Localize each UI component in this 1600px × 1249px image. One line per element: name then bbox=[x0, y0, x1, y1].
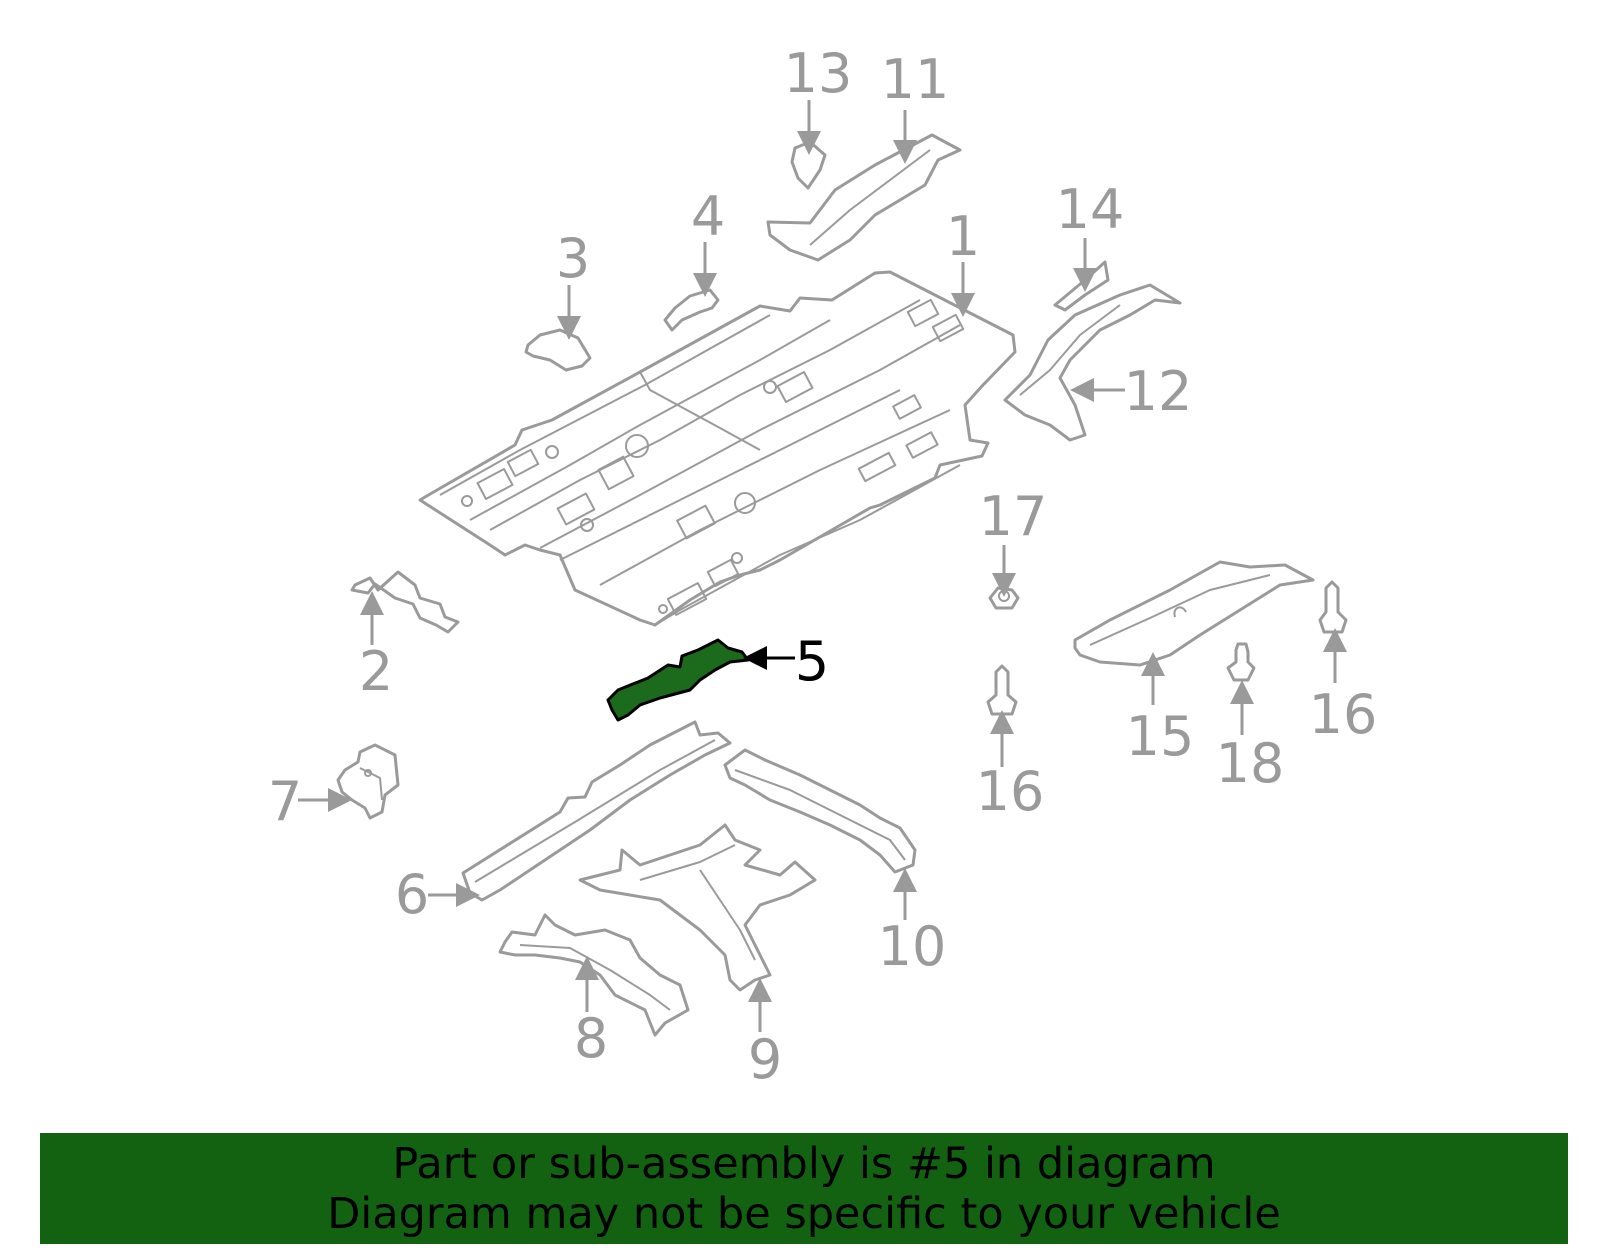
callout-2: 2 bbox=[359, 640, 393, 703]
leader-arrows bbox=[298, 100, 1347, 1032]
callout-18: 18 bbox=[1216, 732, 1285, 795]
part-1-floor-pan bbox=[418, 270, 1017, 627]
callout-7: 7 bbox=[268, 770, 302, 833]
callout-3: 3 bbox=[556, 227, 590, 290]
callout-15: 15 bbox=[1126, 705, 1195, 768]
parts-diagram: 1 2 3 4 5 6 7 8 9 10 11 12 13 14 15 16 1… bbox=[268, 42, 1378, 1091]
callout-8: 8 bbox=[574, 1007, 608, 1070]
part-11-panel bbox=[766, 133, 962, 262]
fastener-17-nut bbox=[988, 586, 1020, 610]
part-15-panel bbox=[1073, 560, 1315, 667]
callout-17: 17 bbox=[979, 485, 1048, 548]
callout-16-left: 16 bbox=[976, 760, 1045, 823]
part-5-highlighted bbox=[606, 638, 750, 722]
part-4-bracket bbox=[663, 288, 720, 332]
fastener-18-bolt bbox=[1226, 642, 1256, 682]
part-10-rail bbox=[723, 748, 917, 874]
part-8-crossmember bbox=[498, 913, 690, 1037]
part-6-rail bbox=[461, 720, 732, 902]
part-7-bracket bbox=[336, 743, 400, 820]
part-3-bracket bbox=[524, 328, 592, 372]
callout-16-right: 16 bbox=[1309, 683, 1378, 746]
fastener-16-bolt-left bbox=[986, 664, 1018, 716]
fastener-16-bolt-right bbox=[1318, 580, 1348, 634]
callout-9: 9 bbox=[748, 1028, 782, 1091]
callout-1: 1 bbox=[946, 205, 980, 268]
callout-4: 4 bbox=[691, 185, 725, 248]
part-13-bracket bbox=[790, 140, 827, 190]
callout-13: 13 bbox=[784, 42, 853, 105]
banner-line-2: Diagram may not be specific to your vehi… bbox=[327, 1188, 1281, 1239]
part-2-bracket bbox=[350, 570, 460, 634]
info-banner: Part or sub-assembly is #5 in diagram Di… bbox=[40, 1133, 1568, 1244]
part-12-panel bbox=[1003, 283, 1182, 442]
callout-6: 6 bbox=[395, 863, 429, 926]
part-9-crossmember bbox=[578, 823, 817, 992]
banner-line-1: Part or sub-assembly is #5 in diagram bbox=[392, 1138, 1216, 1189]
callout-12: 12 bbox=[1124, 360, 1193, 423]
callout-5: 5 bbox=[795, 630, 829, 693]
callout-11: 11 bbox=[881, 48, 950, 111]
callout-14: 14 bbox=[1056, 178, 1125, 241]
callout-10: 10 bbox=[878, 915, 947, 978]
